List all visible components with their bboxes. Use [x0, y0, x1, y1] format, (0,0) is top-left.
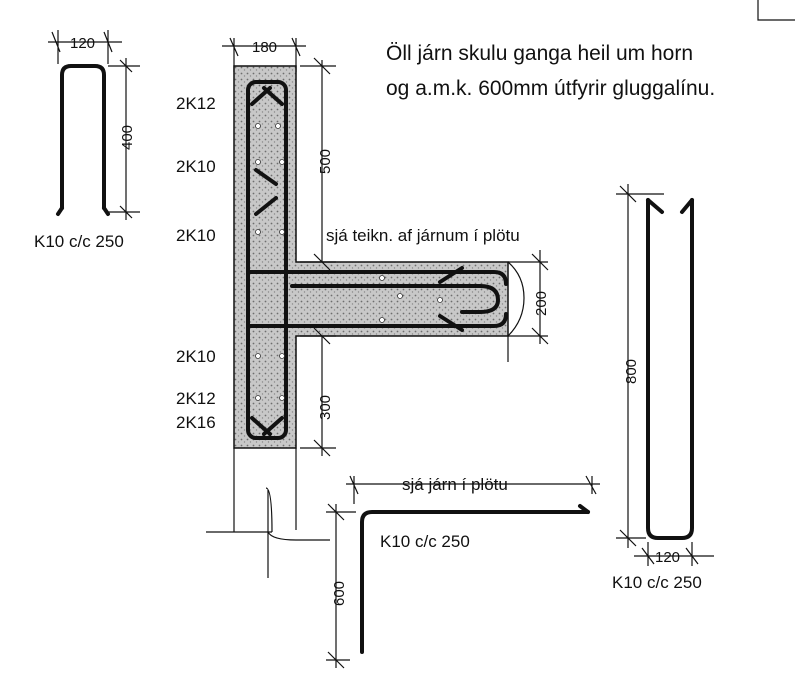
slab-bottom-bar	[246, 312, 508, 328]
bent-bar-hook	[578, 504, 590, 514]
stirrup-right-label: K10 c/c 250	[612, 573, 702, 592]
bent-bar-leg-dim	[326, 503, 356, 669]
rebar-dot	[279, 229, 285, 235]
wall-corner-bars	[250, 86, 284, 436]
stirrup-left-label: K10 c/c 250	[34, 232, 124, 251]
rebar-dot	[397, 293, 403, 299]
bar-label-2k10-c: 2K10	[176, 347, 216, 366]
bent-bar-leg-label: 600	[331, 581, 348, 606]
slab-inner-bar	[290, 284, 500, 314]
rebar-dot	[255, 229, 261, 235]
slab-note: sjá teikn. af járnum í plötu	[326, 226, 520, 245]
slab-top-bar	[246, 270, 508, 286]
rebar-dot	[255, 353, 261, 359]
wall-lower-dim-label: 300	[317, 395, 334, 420]
bar-label-2k16: 2K16	[176, 413, 216, 432]
title-block-corner	[757, 0, 795, 21]
window-frame-lines	[206, 448, 330, 578]
stirrup-left-hooks	[56, 206, 110, 216]
wall-width-label: 180	[252, 39, 277, 56]
note-line-1: Öll járn skulu ganga heil um horn	[386, 42, 693, 65]
wall-concrete	[233, 65, 509, 449]
stirrup-right: 800 120 K10 c/c 250	[612, 184, 714, 592]
stirrup-right-height-dim	[616, 184, 664, 548]
bent-bar-label: K10 c/c 250	[380, 532, 470, 551]
wall-width-dim	[222, 37, 306, 72]
bent-bar: sjá járn í plötu K10 c/c 250 600	[326, 475, 600, 669]
bent-bar-shape	[360, 510, 590, 654]
bent-bar-top-note: sjá járn í plötu	[402, 475, 508, 494]
rebar-dot	[437, 297, 443, 303]
bar-label-2k10-a: 2K10	[176, 157, 216, 176]
stirrup-left-width-label: 120	[70, 35, 95, 52]
stirrup-right-bar	[646, 198, 694, 540]
slab-hooks	[438, 266, 464, 332]
wall-upper-dim-label: 500	[317, 149, 334, 174]
stirrup-right-height-label: 800	[623, 359, 640, 384]
slab-edge-break	[507, 261, 525, 337]
rebar-dot	[279, 353, 285, 359]
bent-bar-top-dim	[346, 475, 600, 504]
rebar-dot	[255, 123, 261, 129]
bar-label-2k12-bottom: 2K12	[176, 389, 216, 408]
stirrup-right-hooks	[646, 198, 694, 214]
stirrup-left: 120 400 K10 c/c 250	[34, 30, 140, 251]
slab-thickness-label: 200	[533, 291, 550, 316]
bar-label-2k12-top: 2K12	[176, 94, 216, 113]
wall-rebar-cage	[246, 80, 288, 440]
rebar-dot	[379, 275, 385, 281]
stirrup-left-height-label: 400	[119, 125, 136, 150]
stirrup-left-height-dim	[108, 58, 140, 220]
rebar-dot	[379, 317, 385, 323]
rebar-dot	[255, 159, 261, 165]
stirrup-left-bar	[60, 64, 106, 210]
stirrup-right-width-dim	[634, 542, 714, 566]
rebar-dot	[275, 123, 281, 129]
stirrup-right-width-label: 120	[655, 549, 680, 566]
wall-lower-dim	[300, 327, 336, 457]
rebar-dot	[279, 395, 285, 401]
slab-thickness-dim	[507, 250, 549, 362]
rebar-dot	[279, 159, 285, 165]
rebar-dot	[255, 395, 261, 401]
note-line-2: og a.m.k. 600mm útfyrir gluggalínu.	[386, 77, 715, 100]
wall-upper-dim	[300, 57, 336, 271]
stirrup-left-width-dim	[48, 30, 122, 64]
bar-label-2k10-b: 2K10	[176, 226, 216, 245]
wall-section: 180 2K12 2K10 2K10 2K10 2K12 2K16	[176, 37, 550, 578]
